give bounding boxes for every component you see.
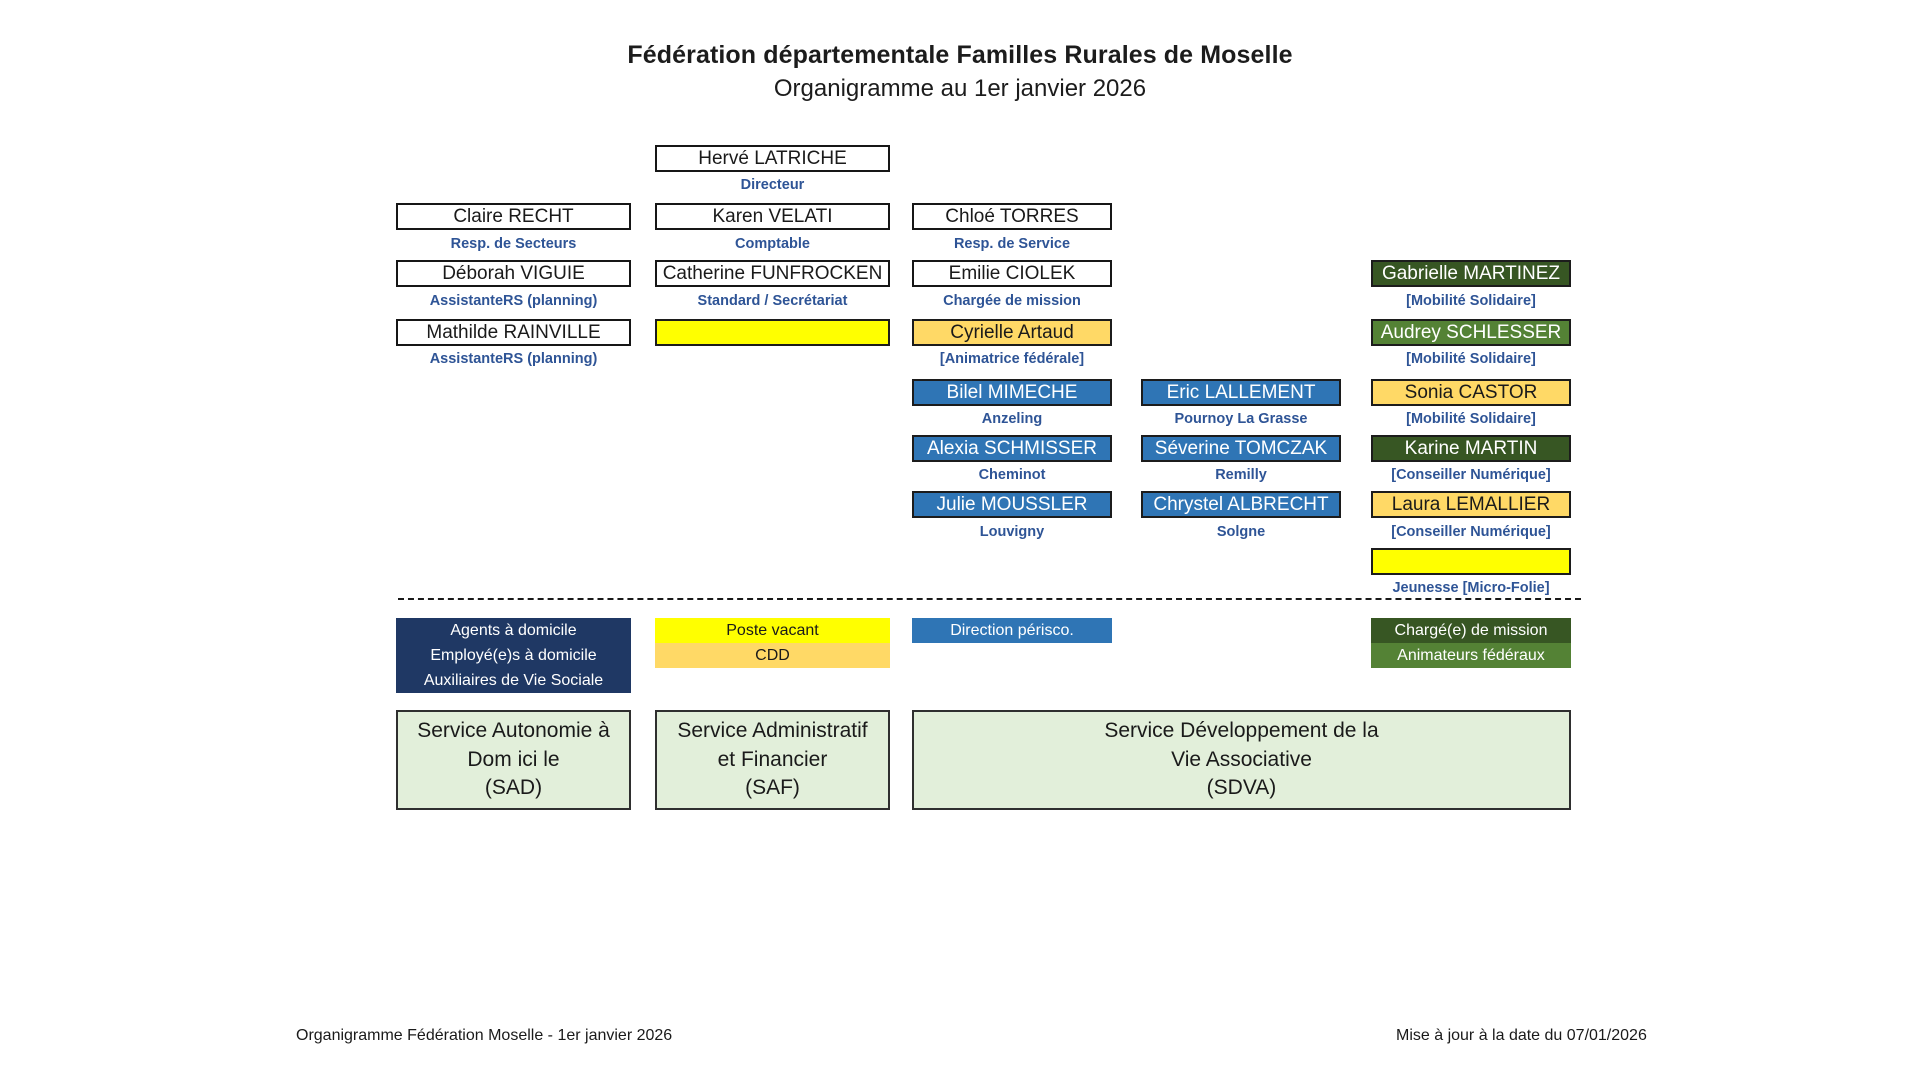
node-deborah-viguie[interactable]: Déborah VIGUIE: [396, 260, 631, 287]
node-catherine-funfrocken[interactable]: Catherine FUNFROCKEN: [655, 260, 890, 287]
node-catherine-funfrocken-role: Standard / Secrétariat: [697, 293, 848, 309]
legend-charge-mission: Chargé(e) de mission: [1371, 618, 1571, 643]
node-karen-velati-role: Comptable: [735, 236, 810, 252]
node-gabrielle-martinez[interactable]: Gabrielle MARTINEZ: [1371, 260, 1571, 287]
node-vacant-jeunesse[interactable]: [1371, 548, 1571, 575]
legend-sad-line-2: Employé(e)s à domicile: [396, 643, 631, 668]
node-chloe-torres-role: Resp. de Service: [953, 236, 1071, 252]
node-karen-velati[interactable]: Karen VELATI: [655, 203, 890, 230]
node-eric-lallement-role: Pournoy La Grasse: [1174, 411, 1308, 427]
node-chrystel-albrecht-role: Solgne: [1216, 524, 1266, 540]
node-mathilde-rainville-role: AssistanteRS (planning): [429, 351, 598, 367]
legend-saf-line-1: Poste vacant: [655, 618, 890, 643]
legend-animateurs-federaux: Animateurs fédéraux: [1371, 643, 1571, 668]
node-chloe-torres[interactable]: Chloé TORRES: [912, 203, 1112, 230]
footer-right-text: Mise à jour à la date du 07/01/2026: [1396, 1027, 1647, 1044]
node-cyrielle-artaud[interactable]: Cyrielle Artaud: [912, 319, 1112, 346]
node-audrey-schlesser-role: [Mobilité Solidaire]: [1406, 351, 1536, 367]
node-cyrielle-artaud-role: [Animatrice fédérale]: [939, 351, 1085, 367]
node-karine-martin-role: [Conseiller Numérique]: [1391, 467, 1551, 483]
node-emilie-ciolek[interactable]: Emilie CIOLEK: [912, 260, 1112, 287]
service-sad[interactable]: Service Autonomie à Dom ici le (SAD): [396, 710, 631, 810]
node-severine-tomczak[interactable]: Séverine TOMCZAK: [1141, 435, 1341, 462]
node-alexia-schmisser-role: Cheminot: [978, 467, 1046, 483]
node-alexia-schmisser[interactable]: Alexia SCHMISSER: [912, 435, 1112, 462]
legend-direction-perisco-line-1: Direction périsco.: [912, 618, 1112, 643]
node-mathilde-rainville[interactable]: Mathilde RAINVILLE: [396, 319, 631, 346]
legend-sad-line-3: Auxiliaires de Vie Sociale: [396, 668, 631, 693]
node-claire-recht[interactable]: Claire RECHT: [396, 203, 631, 230]
node-deborah-viguie-role: AssistanteRS (planning): [429, 293, 598, 309]
legend-sdva-right: Chargé(e) de mission Animateurs fédéraux: [1371, 618, 1571, 668]
node-eric-lallement[interactable]: Eric LALLEMENT: [1141, 379, 1341, 406]
page-title-block: Fédération départementale Familles Rural…: [0, 40, 1920, 106]
node-chrystel-albrecht[interactable]: Chrystel ALBRECHT: [1141, 491, 1341, 518]
service-saf[interactable]: Service Administratif et Financier (SAF): [655, 710, 890, 810]
legend-saf: Poste vacant CDD: [655, 618, 890, 668]
node-julie-moussler-role: Louvigny: [979, 524, 1045, 540]
legend-saf-line-2: CDD: [655, 643, 890, 668]
node-vacant-jeunesse-role: Jeunesse [Micro-Folie]: [1392, 580, 1550, 596]
legend-sad-line-1: Agents à domicile: [396, 618, 631, 643]
legend-direction-perisco: Direction périsco.: [912, 618, 1112, 643]
node-julie-moussler[interactable]: Julie MOUSSLER: [912, 491, 1112, 518]
legend-sad: Agents à domicile Employé(e)s à domicile…: [396, 618, 631, 693]
node-director[interactable]: Hervé LATRICHE: [655, 145, 890, 172]
node-bilel-mimeche-role: Anzeling: [981, 411, 1043, 427]
node-laura-lemallier[interactable]: Laura LEMALLIER: [1371, 491, 1571, 518]
service-sdva[interactable]: Service Développement de la Vie Associat…: [912, 710, 1571, 810]
section-divider: [398, 598, 1581, 600]
node-gabrielle-martinez-role: [Mobilité Solidaire]: [1406, 293, 1536, 309]
node-sonia-castor[interactable]: Sonia CASTOR: [1371, 379, 1571, 406]
footer-left-text: Organigramme Fédération Moselle - 1er ja…: [296, 1027, 673, 1044]
page-subtitle: Organigramme au 1er janvier 2026: [773, 75, 1147, 103]
node-claire-recht-role: Resp. de Secteurs: [450, 236, 577, 252]
node-director-role: Directeur: [740, 177, 805, 193]
node-bilel-mimeche[interactable]: Bilel MIMECHE: [912, 379, 1112, 406]
node-emilie-ciolek-role: Chargée de mission: [943, 293, 1081, 309]
node-audrey-schlesser[interactable]: Audrey SCHLESSER: [1371, 319, 1571, 346]
node-karine-martin[interactable]: Karine MARTIN: [1371, 435, 1571, 462]
node-sonia-castor-role: [Mobilité Solidaire]: [1406, 411, 1536, 427]
node-severine-tomczak-role: Remilly: [1215, 467, 1267, 483]
node-laura-lemallier-role: [Conseiller Numérique]: [1391, 524, 1551, 540]
node-vacant-administratif[interactable]: [655, 319, 890, 346]
page-title: Fédération départementale Familles Rural…: [627, 41, 1293, 69]
